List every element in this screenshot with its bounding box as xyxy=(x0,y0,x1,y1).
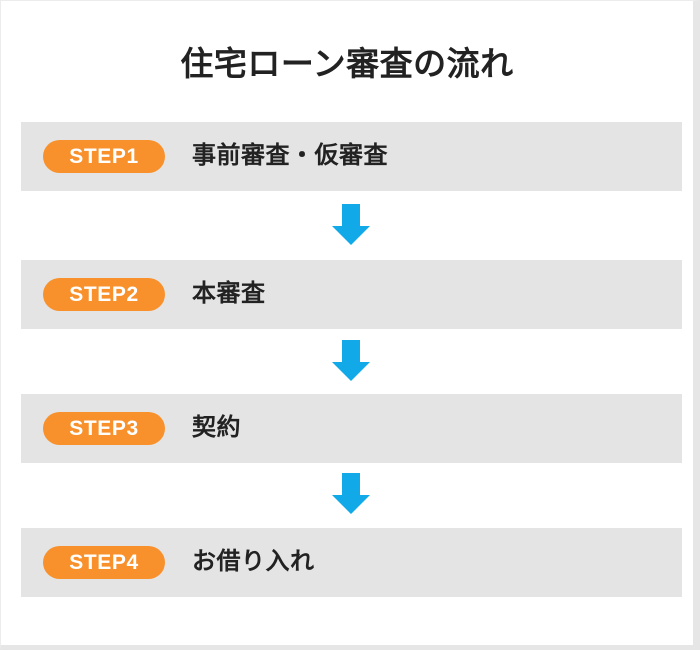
step-label-2: 本審査 xyxy=(192,280,266,308)
step-row-3: STEP3 契約 xyxy=(21,394,682,463)
down-arrow-icon-3 xyxy=(331,473,371,515)
step-label-4: お借り入れ xyxy=(192,548,315,576)
down-arrow-icon-2 xyxy=(331,340,371,382)
step-badge-2: STEP2 xyxy=(43,278,165,311)
step-badge-1: STEP1 xyxy=(43,140,165,173)
step-label-1: 事前審査・仮審査 xyxy=(192,142,388,170)
down-arrow-icon-1 xyxy=(331,204,371,246)
step-label-3: 契約 xyxy=(192,414,241,442)
step-row-1: STEP1 事前審査・仮審査 xyxy=(21,122,682,191)
diagram-title: 住宅ローン審査の流れ xyxy=(180,45,514,82)
loan-screening-flow-diagram: 住宅ローン審査の流れ STEP1 事前審査・仮審査 STEP2 本審査 STEP… xyxy=(1,1,693,645)
step-badge-3: STEP3 xyxy=(43,412,165,445)
step-row-2: STEP2 本審査 xyxy=(21,260,682,329)
step-badge-4: STEP4 xyxy=(43,546,165,579)
step-row-4: STEP4 お借り入れ xyxy=(21,528,682,597)
